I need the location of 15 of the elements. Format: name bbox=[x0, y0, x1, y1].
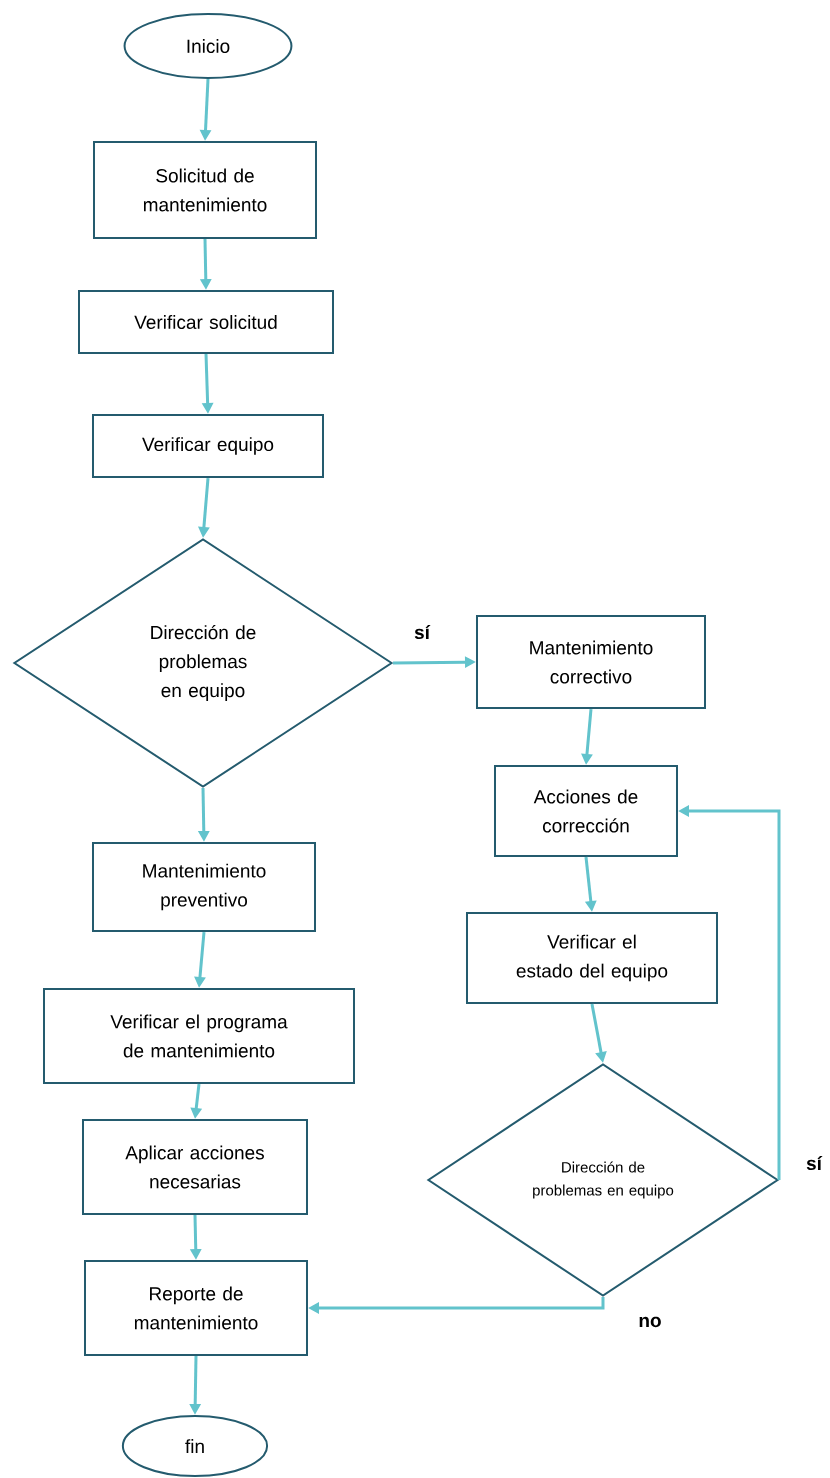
process-box: Verificar equipo bbox=[92, 414, 324, 478]
process-box: Solicitud de mantenimiento bbox=[93, 141, 317, 239]
process-box: Verificar solicitud bbox=[78, 290, 334, 354]
process-box: Verificar el programa de mantenimiento bbox=[43, 988, 355, 1084]
edge-label: no bbox=[637, 1315, 663, 1329]
edge-label: sí bbox=[805, 1154, 823, 1172]
process-box: Mantenimiento preventivo bbox=[92, 842, 316, 932]
process-box: Mantenimiento correctivo bbox=[476, 615, 706, 709]
edge-label: sí bbox=[413, 623, 431, 641]
terminal-oval: Inicio bbox=[123, 13, 293, 79]
process-box: Aplicar acciones necesarias bbox=[82, 1119, 308, 1215]
process-box: Acciones de corrección bbox=[494, 765, 678, 857]
process-box: Verificar el estado del equipo bbox=[466, 912, 718, 1004]
terminal-oval: fin bbox=[121, 1415, 269, 1477]
process-box: Reporte de mantenimiento bbox=[84, 1260, 308, 1356]
